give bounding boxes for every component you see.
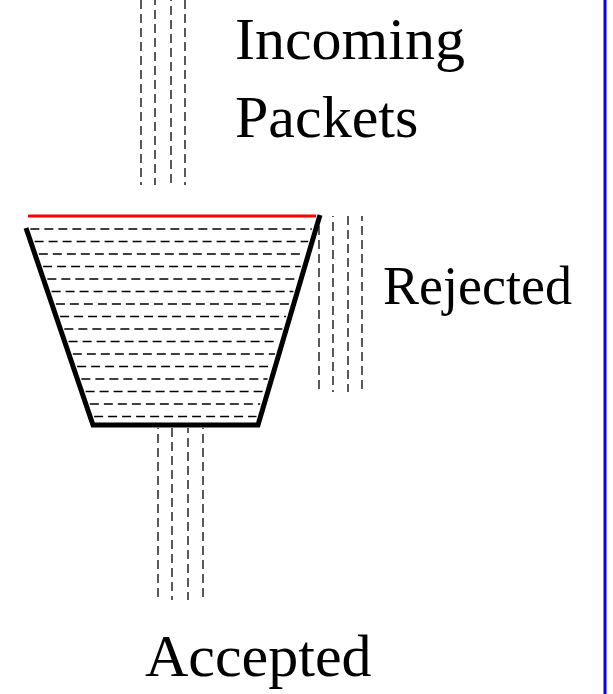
packet-dash — [39, 253, 305, 254]
packet-dash — [56, 303, 290, 304]
packet-stream-line — [157, 428, 158, 600]
packet-stream-line — [361, 216, 362, 392]
stream-label: Rejected — [383, 247, 605, 325]
packet-dash — [86, 391, 264, 392]
packet-dash — [30, 228, 312, 229]
packet-dash — [77, 366, 271, 367]
border-line — [604, 0, 607, 694]
bucket-rim — [28, 215, 316, 218]
stream-label: Accepted — [145, 626, 405, 686]
stream-label: Incoming Packets — [235, 0, 515, 156]
packet-dash — [60, 316, 286, 317]
bucket-outline — [26, 215, 320, 425]
packet-dash — [52, 291, 294, 292]
packet-stream-line — [187, 428, 188, 600]
packet-stream-line — [171, 428, 172, 600]
packet-stream-line — [318, 216, 319, 392]
packet-stream-line — [140, 0, 141, 185]
packet-stream-line — [202, 428, 203, 600]
packet-dash — [43, 266, 301, 267]
packet-stream-line — [332, 216, 333, 392]
packet-stream-line — [154, 0, 155, 185]
packet-dash — [64, 328, 282, 329]
packet-dash — [73, 353, 275, 354]
packet-stream-line — [184, 0, 185, 185]
packet-dash — [47, 278, 297, 279]
packet-dash — [94, 416, 256, 417]
packet-dash — [69, 341, 279, 342]
packet-stream-line — [347, 216, 348, 392]
packet-stream-line — [170, 0, 171, 185]
packet-dash — [35, 241, 309, 242]
packet-dash — [81, 378, 267, 379]
packet-dash — [90, 403, 260, 404]
